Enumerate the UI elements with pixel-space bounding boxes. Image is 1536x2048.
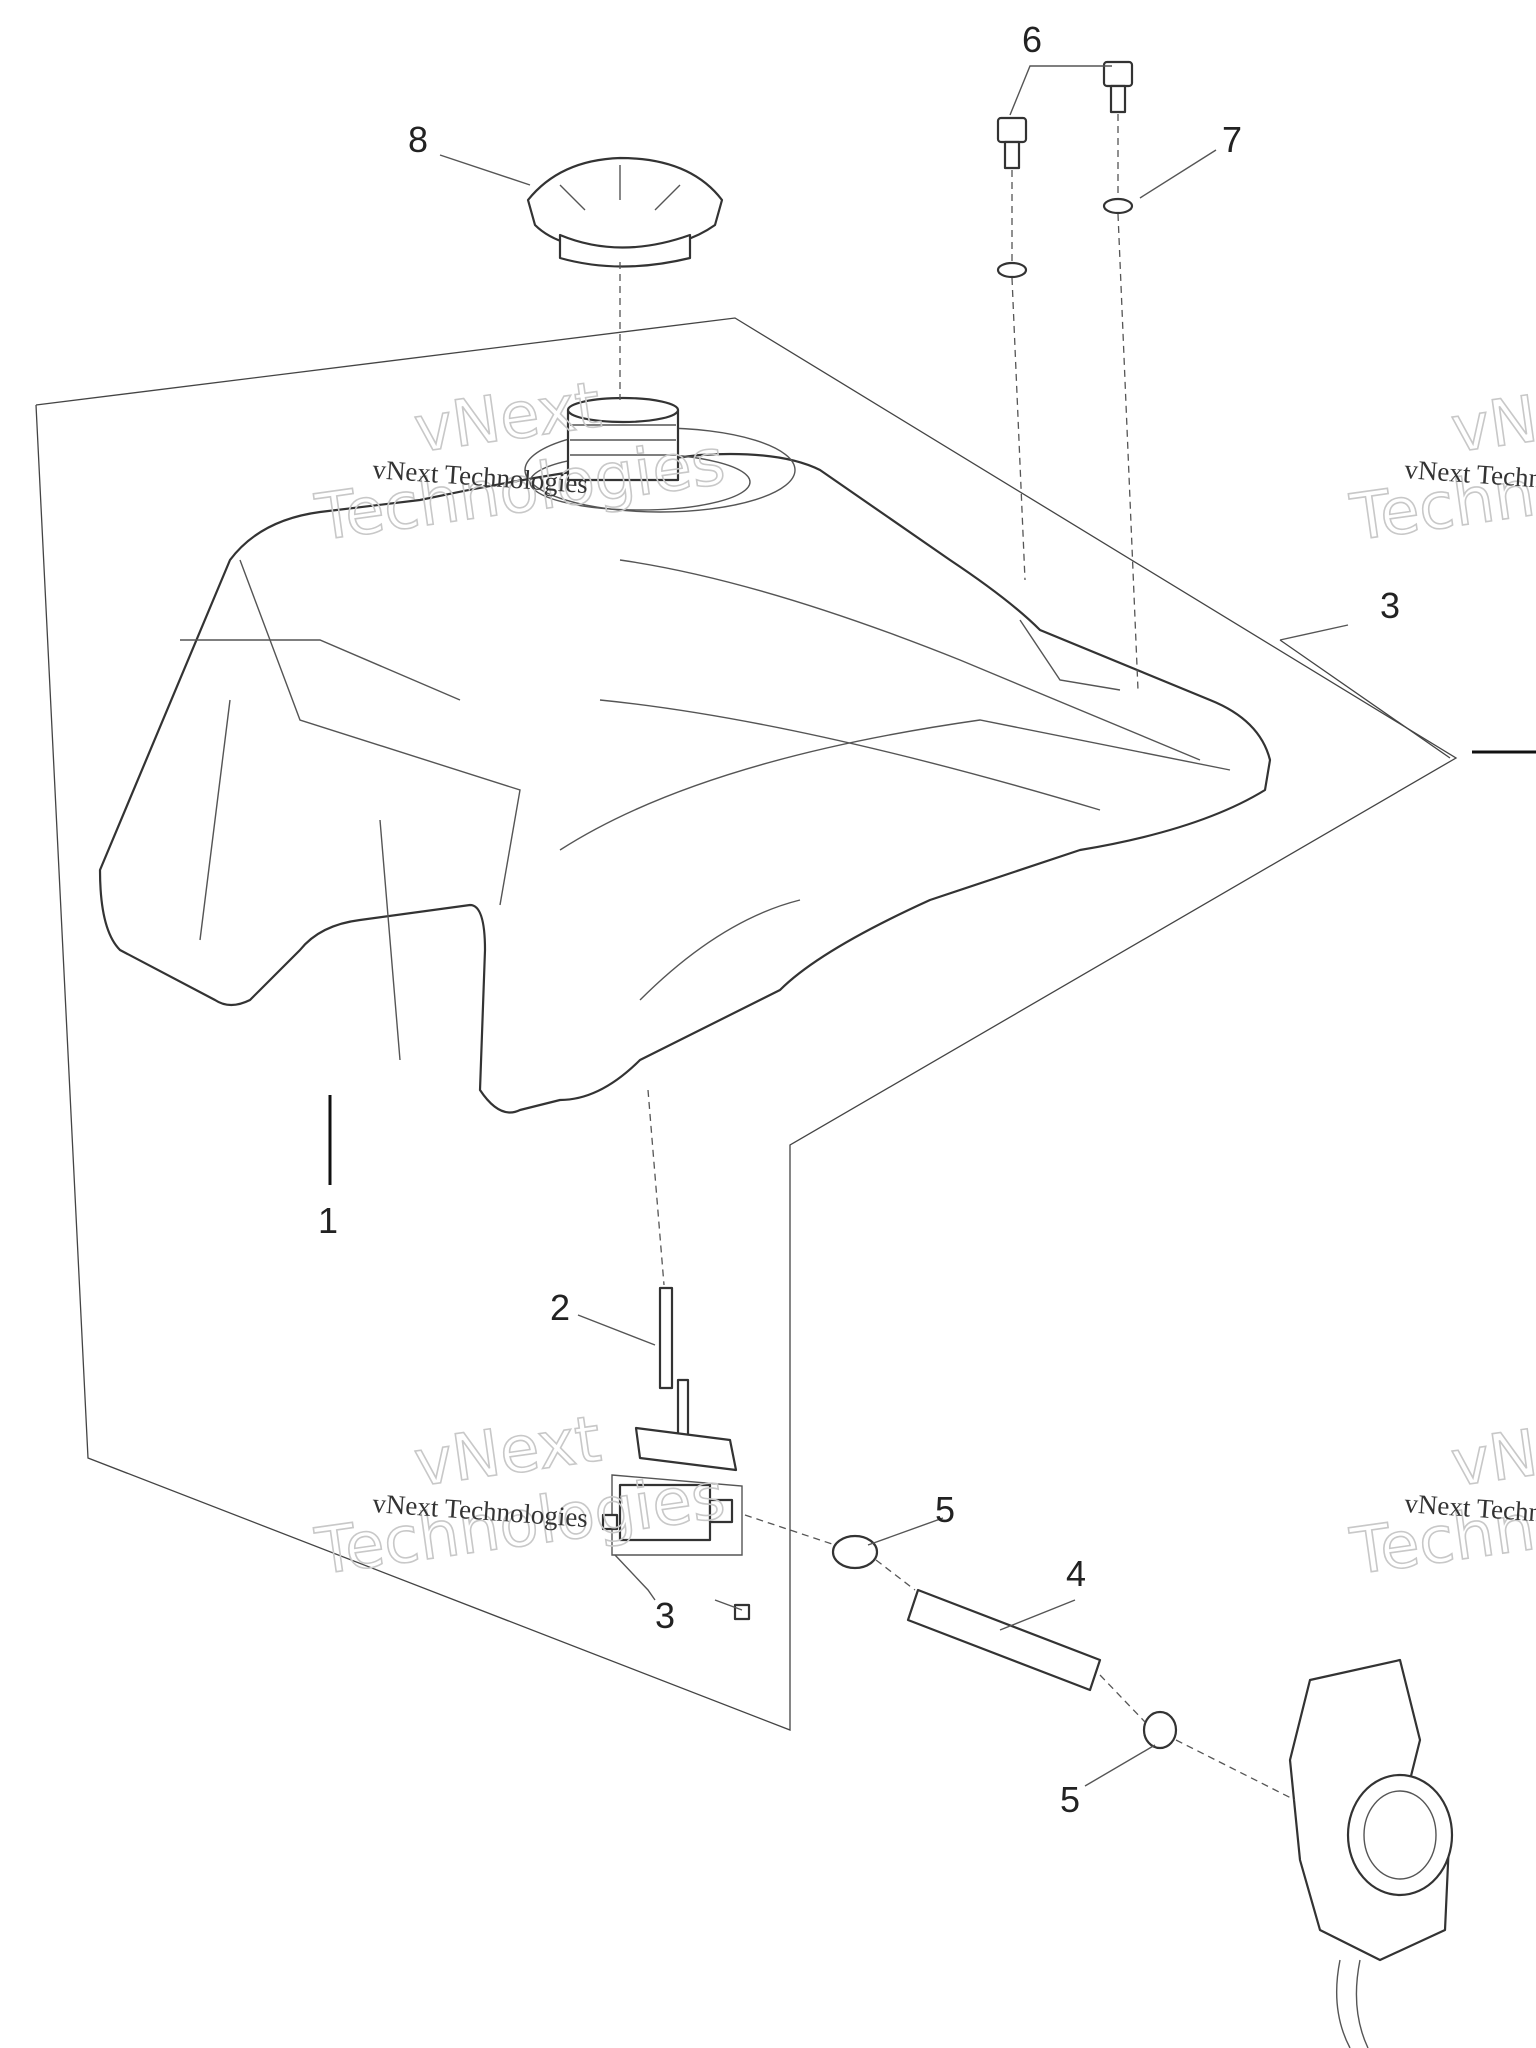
callout-3-top: 3 [1380, 585, 1400, 626]
fuel-valve [601, 1286, 751, 1621]
callout-5-bottom: 5 [1060, 1779, 1080, 1820]
callout-1: 1 [318, 1200, 338, 1241]
watermark-big-vnext-4: vNext [1447, 1403, 1536, 1502]
carburetor [1288, 1658, 1454, 2048]
callout-4: 4 [1066, 1553, 1086, 1594]
callout-8: 8 [408, 119, 428, 160]
assembly-frame [35, 317, 1458, 1731]
exploded-view-leaders [619, 114, 1296, 1801]
filler-neck [566, 396, 680, 482]
fuel-cap [526, 156, 724, 268]
callout-7: 7 [1222, 119, 1242, 160]
callout-5-top: 5 [935, 1489, 955, 1530]
part-callouts: 1 2 3 3 4 5 5 6 7 8 [318, 19, 1400, 1820]
fuel-tank [98, 427, 1272, 1114]
callout-3-bottom: 3 [655, 1595, 675, 1636]
bolts-and-washers [996, 60, 1134, 279]
watermark-big-vnext-2: vNext [1447, 369, 1536, 468]
callout-leaders [328, 65, 1349, 1787]
callout-6: 6 [1022, 19, 1042, 60]
callout-2: 2 [550, 1287, 570, 1328]
fuel-line-assembly [831, 1534, 1178, 1750]
